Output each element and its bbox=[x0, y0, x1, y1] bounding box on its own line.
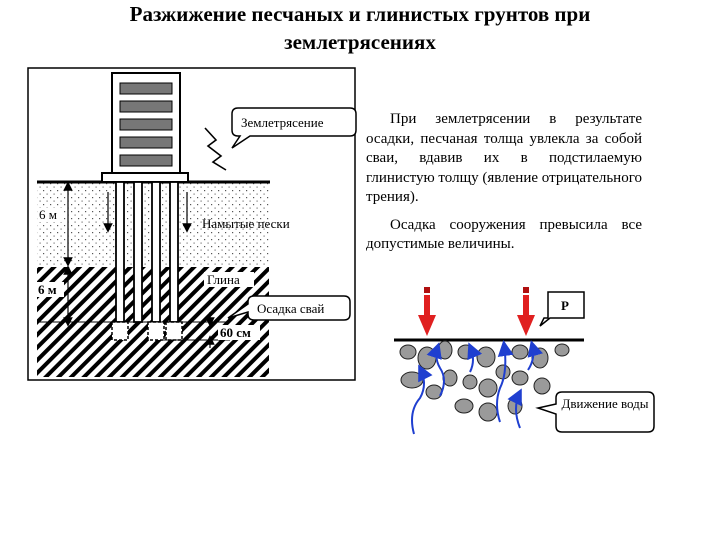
description-paragraph-2: Осадка сооружения превысила все допустим… bbox=[366, 216, 642, 253]
pile-settlement-marks bbox=[111, 321, 183, 341]
foundation-slab bbox=[101, 172, 189, 183]
load-callout bbox=[539, 291, 585, 327]
settlement-label: Осадка свай bbox=[257, 301, 324, 316]
depth-label-sand: 6 м bbox=[39, 207, 57, 222]
title-line-2: землетрясениях bbox=[284, 30, 436, 54]
water-flow-arrows bbox=[411, 340, 543, 435]
water-label: Движение воды bbox=[561, 396, 649, 411]
settlement-value-label: 60 см bbox=[220, 325, 251, 340]
lightning-bolt-icon bbox=[204, 127, 227, 171]
pile-settlement-diagram: 6 м 6 м 60 см Намытые пески Глина Землет… bbox=[27, 67, 357, 381]
settlement-callout bbox=[227, 295, 351, 321]
depth-label-clay: 6 м bbox=[38, 282, 57, 297]
description-text: При землетрясении в результате осадки, п… bbox=[366, 110, 642, 255]
load-label: P bbox=[561, 298, 569, 313]
building-windows bbox=[119, 82, 173, 167]
drag-arrows bbox=[103, 192, 192, 233]
load-arrows bbox=[418, 287, 535, 336]
slide-title: Разжижение песчаных и глинистых грунтов … bbox=[0, 0, 720, 56]
description-paragraph-1: При землетрясении в результате осадки, п… bbox=[366, 111, 642, 205]
liquefaction-diagram: P bbox=[394, 287, 655, 435]
earthquake-label: Землетрясение bbox=[241, 115, 324, 130]
diagram-frame bbox=[27, 67, 356, 381]
earthquake-callout bbox=[231, 107, 357, 149]
sand-label: Намытые пески bbox=[202, 216, 290, 231]
clay-label: Глина bbox=[207, 272, 240, 287]
title-line-1: Разжижение песчаных и глинистых грунтов … bbox=[129, 2, 591, 26]
water-callout bbox=[535, 391, 655, 433]
